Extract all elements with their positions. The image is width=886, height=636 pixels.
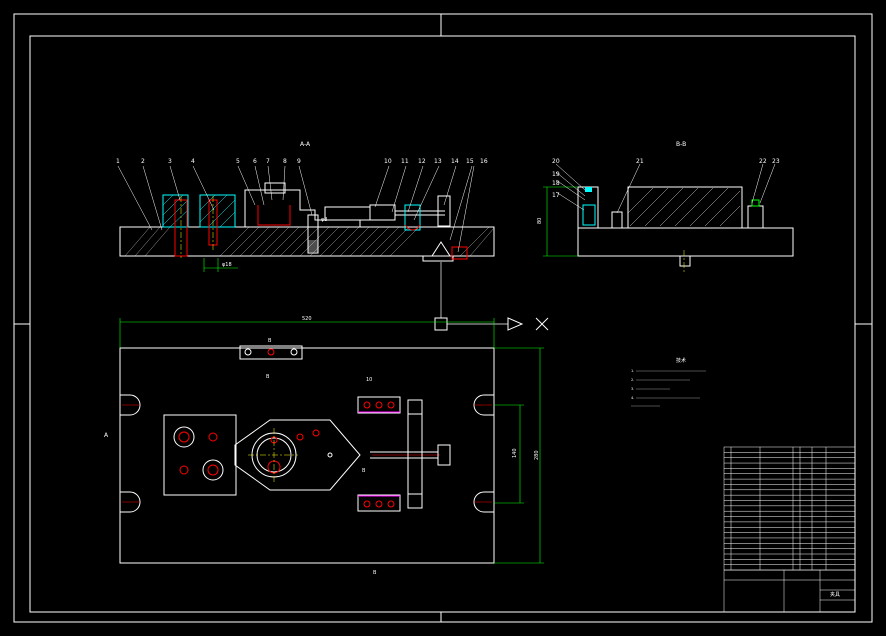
push-rod [324, 206, 371, 221]
svg-text:4.: 4. [631, 396, 634, 400]
part-number-11: 11 [401, 158, 409, 165]
top-view: 520 280 140 [104, 316, 544, 576]
svg-text:φ18: φ18 [222, 262, 232, 268]
part-number-12: 12 [418, 158, 426, 165]
section-bb-label: B-B [676, 141, 686, 148]
part-number-8: 8 [283, 158, 287, 165]
part-number-13: 13 [434, 158, 442, 165]
base-hatching [124, 226, 495, 257]
v-marker [431, 241, 451, 257]
view-a-label: A [104, 432, 109, 439]
clamp-lever [234, 419, 361, 491]
part-number-15: 15 [466, 158, 474, 165]
guide-rail [407, 399, 423, 509]
section-aa-view: A-A φ8 [116, 141, 495, 272]
frame-center-marks [14, 14, 872, 622]
technical-notes: 技术 1. 2. 3. 4. [631, 357, 706, 407]
top-locator [239, 345, 303, 360]
part-number-4: 4 [191, 158, 195, 165]
clamp-body [244, 189, 361, 228]
part-number-23: 23 [772, 158, 780, 165]
svg-text:80: 80 [537, 218, 543, 224]
workpiece-hatching [627, 187, 741, 227]
dim-overall-length: 520 [302, 316, 312, 322]
bb-part-number-labels: 20 19 18 17 21 22 23 [552, 158, 780, 199]
bracket-bottom [357, 494, 401, 512]
part-number-17: 17 [552, 192, 560, 199]
part-number-1: 1 [116, 158, 120, 165]
svg-text:B: B [373, 570, 377, 576]
aa-leaders [117, 165, 475, 253]
svg-text:3.: 3. [631, 387, 634, 391]
dim-overall-width: 280 [534, 450, 540, 460]
part-number-18: 18 [552, 180, 560, 187]
top-base-plate [119, 347, 495, 564]
slot-centers [122, 404, 492, 503]
part-number-5: 5 [236, 158, 240, 165]
section-aa-label: A-A [300, 141, 311, 148]
bb-leaders [555, 163, 776, 214]
part-number-7: 7 [266, 158, 270, 165]
knob [437, 195, 451, 227]
svg-text:φ8: φ8 [321, 217, 327, 223]
pin-9 [307, 214, 319, 254]
part-number-22: 22 [759, 158, 767, 165]
outer-frame [13, 13, 873, 623]
svg-text:B: B [266, 374, 270, 380]
base-plate [119, 226, 495, 257]
bracket-top [357, 396, 401, 414]
svg-text:技术: 技术 [676, 357, 686, 364]
svg-text:1.: 1. [631, 369, 634, 373]
clamp-top [264, 182, 286, 194]
section-bb-view: B-B 80 20 19 18 17 [537, 141, 794, 272]
support-block [163, 414, 237, 496]
svg-text:B: B [362, 468, 366, 474]
part-number-20: 20 [552, 158, 560, 165]
part-number-2: 2 [141, 158, 145, 165]
part-number-3: 3 [168, 158, 172, 165]
part-number-14: 14 [451, 158, 459, 165]
aa-part-number-labels: 1 2 3 4 5 6 7 8 9 10 11 12 13 14 15 16 [116, 158, 488, 165]
block-hatching [162, 194, 236, 228]
svg-text:2.: 2. [631, 378, 634, 382]
side-base-plate [577, 227, 794, 257]
svg-text:10: 10 [366, 377, 372, 383]
cutting-plane [434, 262, 549, 331]
part-number-19: 19 [552, 171, 560, 178]
workpiece-block [627, 186, 743, 229]
view-b-label: B [268, 338, 272, 344]
title-block-drawing-name: 夹具 [830, 591, 840, 598]
part-number-10: 10 [384, 158, 392, 165]
part-number-16: 16 [480, 158, 488, 165]
part-number-6: 6 [253, 158, 257, 165]
part-number-9: 9 [297, 158, 301, 165]
part-number-21: 21 [636, 158, 644, 165]
svg-text:140: 140 [512, 448, 518, 458]
title-block [723, 446, 856, 613]
